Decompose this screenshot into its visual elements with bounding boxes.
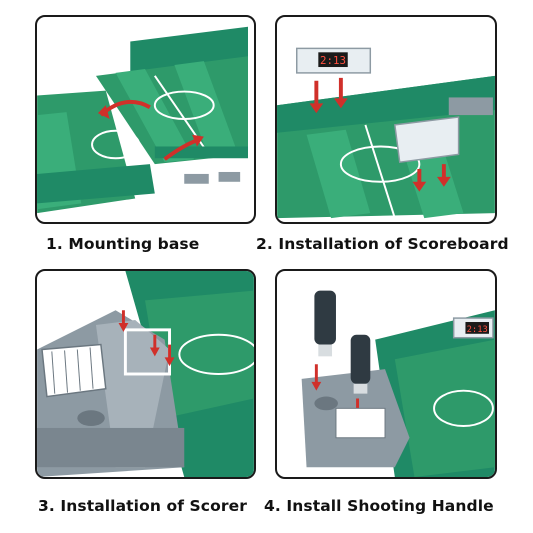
panel-scoreboard: 2:13 (275, 15, 497, 224)
shooting-handle-illustration: 2:13 (301, 290, 495, 477)
scorer-illustration (37, 271, 254, 477)
panel-scorer (35, 269, 256, 479)
panel-shooting-handle: 2:13 (275, 269, 497, 479)
scoreboard-display: 2:13 (320, 54, 346, 67)
caption-shooting-handle: 4. Install Shooting Handle (264, 497, 494, 515)
caption-scorer: 3. Installation of Scorer (38, 497, 247, 515)
mounting-base-illustration (37, 26, 248, 214)
caption-scoreboard: 2. Installation of Scoreboard (256, 235, 509, 253)
caption-mounting-base: 1. Mounting base (46, 235, 200, 253)
scoreboard-illustration: 2:13 (277, 47, 495, 219)
scoreboard-display: 2:13 (467, 325, 488, 335)
panel-mounting-base (35, 15, 256, 224)
